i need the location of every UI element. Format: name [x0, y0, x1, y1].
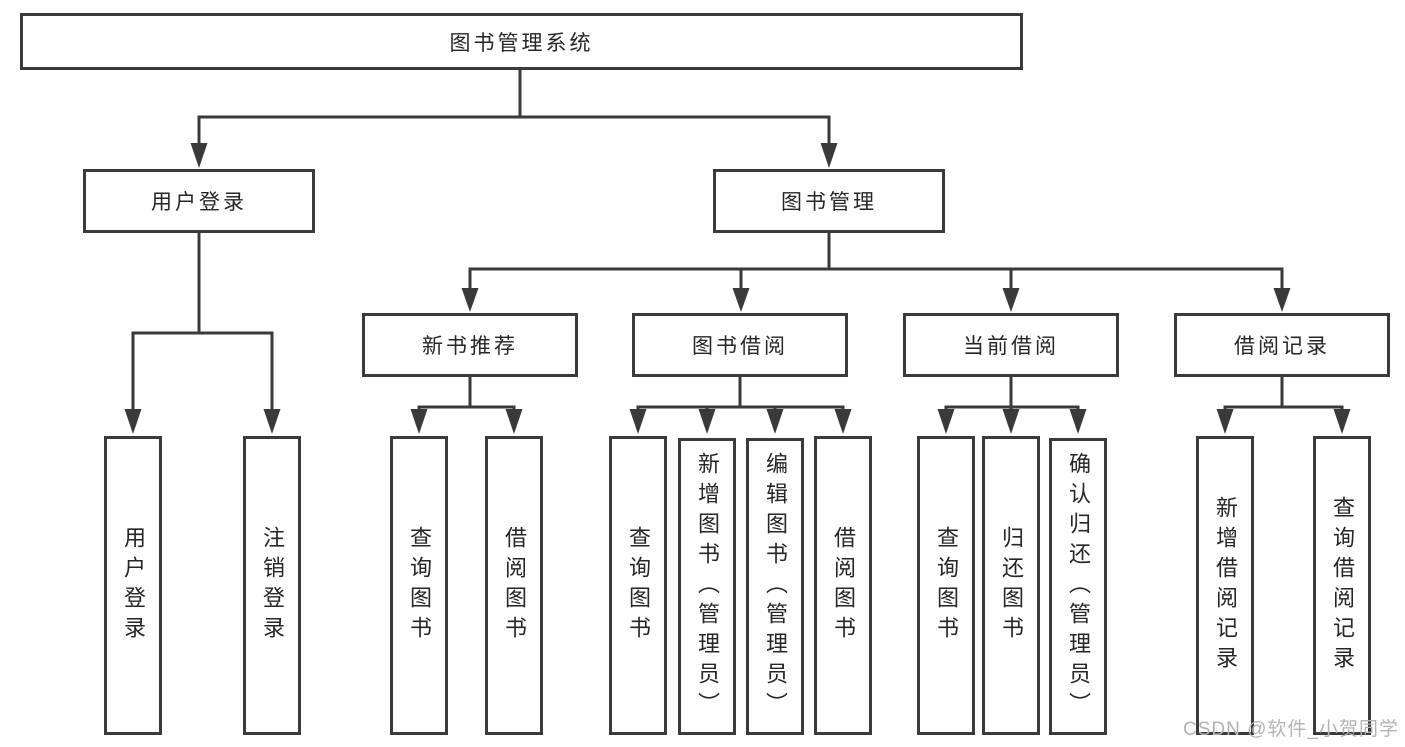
node-leaf-user-login: 用户登录: [104, 436, 162, 735]
node-cb-confirm-return-admin: 确认归还（管理员）: [1049, 438, 1107, 735]
node-br-add-record: 新增借阅记录: [1196, 436, 1254, 735]
csdn-watermark: CSDN @软件_小贺同学: [1183, 719, 1399, 740]
node-current-borrowing: 当前借阅: [903, 313, 1119, 377]
node-book-borrowing: 图书借阅: [632, 313, 848, 377]
node-book-management: 图书管理: [713, 169, 945, 233]
node-nbr-borrow-book: 借阅图书: [485, 436, 543, 735]
node-leaf-logout: 注销登录: [243, 436, 301, 735]
node-bb-add-book-admin: 新增图书（管理员）: [678, 438, 736, 735]
node-cb-return-book: 归还图书: [982, 436, 1040, 735]
node-library-management-system: 图书管理系统: [20, 13, 1023, 70]
node-bb-query-book: 查询图书: [609, 436, 667, 735]
node-cb-query-book: 查询图书: [917, 436, 975, 735]
node-bb-borrow-book: 借阅图书: [814, 436, 872, 735]
node-nbr-query-book: 查询图书: [390, 436, 448, 735]
node-br-query-record: 查询借阅记录: [1313, 436, 1371, 735]
arrowhead-icons: [124, 143, 1351, 434]
node-borrowing-records: 借阅记录: [1174, 313, 1390, 377]
node-bb-edit-book-admin: 编辑图书（管理员）: [746, 438, 804, 735]
node-user-login: 用户登录: [83, 169, 315, 233]
node-new-book-recommend: 新书推荐: [362, 313, 578, 377]
